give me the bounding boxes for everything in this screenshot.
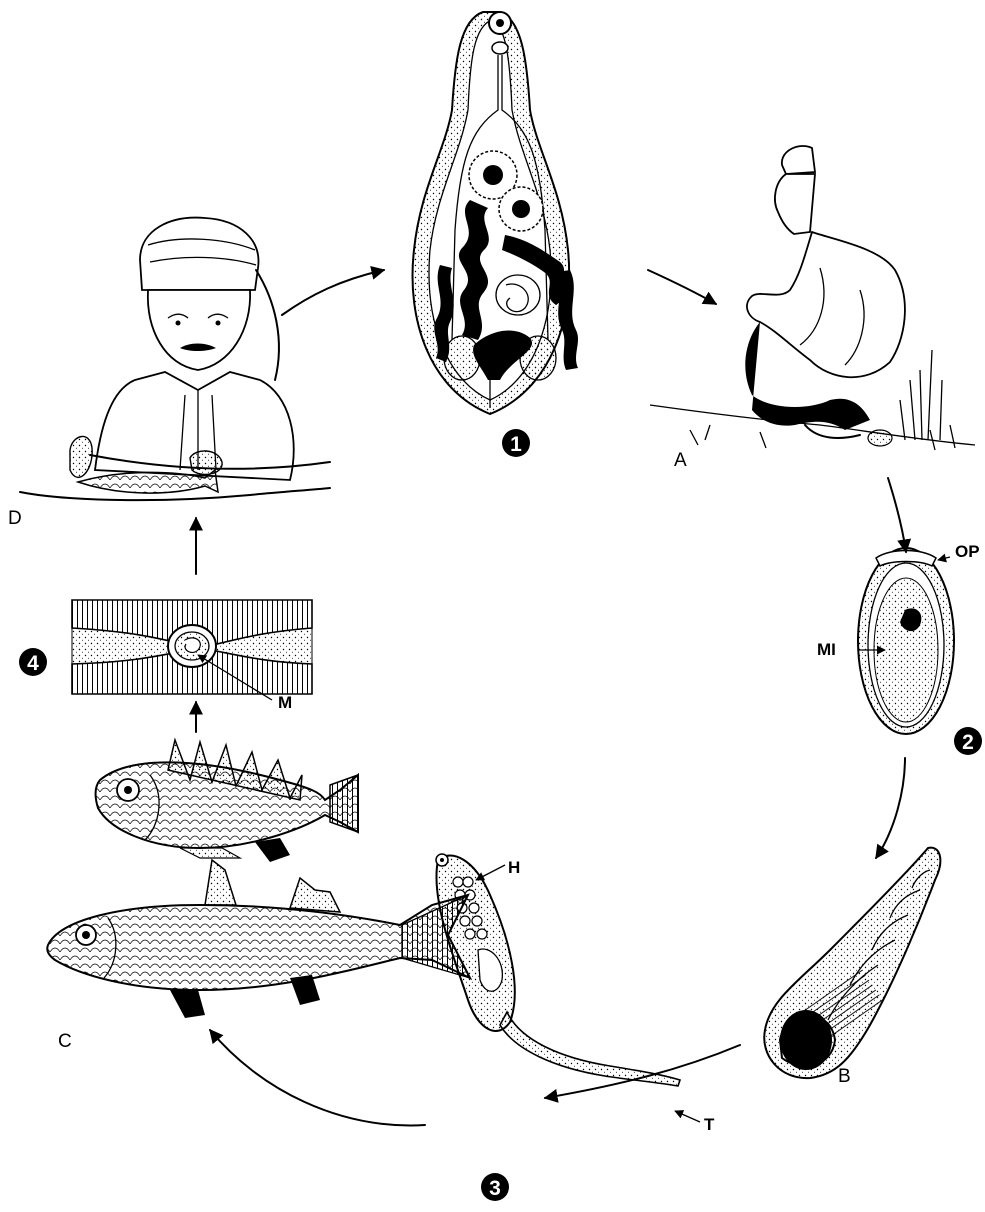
human-eating <box>20 218 330 501</box>
label-h: H <box>508 858 520 877</box>
fish-hosts <box>47 740 470 1018</box>
egg <box>858 548 954 734</box>
svg-text:1: 1 <box>510 433 522 456</box>
label-a: A <box>674 450 687 471</box>
label-m: M <box>278 693 292 712</box>
metacercaria-in-muscle <box>72 600 312 694</box>
label-t: T <box>704 1115 715 1134</box>
stage-4-marker: 4 <box>19 648 47 676</box>
label-d: D <box>8 508 22 529</box>
label-c: C <box>58 1031 72 1052</box>
svg-text:2: 2 <box>962 731 974 754</box>
cercaria <box>436 854 680 1086</box>
label-b: B <box>838 1066 851 1087</box>
stage-1-marker: 1 <box>502 429 530 457</box>
svg-text:3: 3 <box>489 1177 501 1200</box>
stage-3-marker: 3 <box>481 1173 509 1201</box>
snail <box>764 848 940 1078</box>
stage-2-marker: 2 <box>954 727 982 755</box>
adult-fluke <box>413 12 578 414</box>
human-defecating <box>650 146 975 450</box>
label-mi: MI <box>817 640 836 659</box>
label-op: OP <box>955 542 980 561</box>
svg-text:4: 4 <box>27 652 39 675</box>
